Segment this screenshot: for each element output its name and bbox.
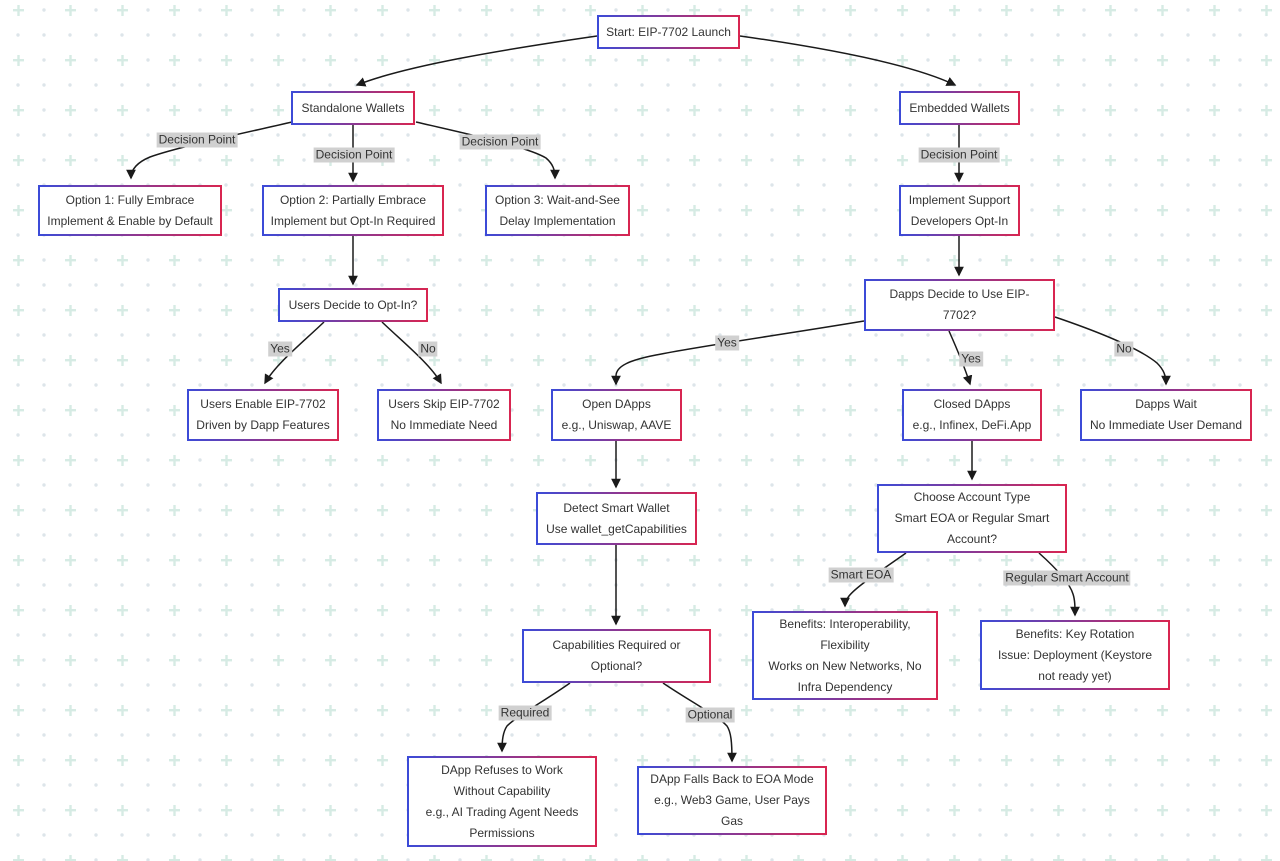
node-benefits-smart-eoa: Benefits: Interoperability, Flexibility … bbox=[752, 611, 938, 700]
node-benefits-smart-eoa-label: Benefits: Interoperability, Flexibility … bbox=[754, 613, 936, 698]
node-users-enable-label: Users Enable EIP-7702 Driven by Dapp Fea… bbox=[189, 391, 337, 439]
node-embedded-wallets-label: Embedded Wallets bbox=[901, 93, 1018, 123]
edge-label-smart-eoa: Smart EOA bbox=[828, 567, 894, 583]
node-implement-support: Implement Support Developers Opt-In bbox=[899, 185, 1020, 236]
edge-label-no-users: No bbox=[418, 341, 438, 357]
node-open-dapps-label: Open DApps e.g., Uniswap, AAVE bbox=[553, 391, 680, 439]
edge-label-decision-point-2: Decision Point bbox=[313, 147, 395, 163]
edge-start-standalone bbox=[355, 35, 598, 87]
edge-start-embedded bbox=[739, 35, 957, 86]
node-dapp-falls-back-label: DApp Falls Back to EOA Mode e.g., Web3 G… bbox=[639, 768, 825, 833]
edge-usersdecide-skip bbox=[381, 321, 442, 385]
edge-label-yes-open: Yes bbox=[715, 335, 739, 351]
edge-dappsdecide-wait bbox=[1054, 316, 1171, 386]
edge-standalone-option1 bbox=[126, 121, 293, 180]
node-standalone-wallets-label: Standalone Wallets bbox=[293, 93, 413, 123]
node-users-skip-label: Users Skip EIP-7702 No Immediate Need bbox=[379, 391, 509, 439]
node-dapp-falls-back: DApp Falls Back to EOA Mode e.g., Web3 G… bbox=[637, 766, 827, 835]
node-option3-label: Option 3: Wait-and-See Delay Implementat… bbox=[487, 187, 628, 234]
node-dapps-decide: Dapps Decide to Use EIP- 7702? bbox=[864, 279, 1055, 331]
node-dapps-wait-label: Dapps Wait No Immediate User Demand bbox=[1082, 391, 1250, 439]
edge-dappsdecide-open bbox=[611, 320, 865, 386]
node-option1-fully-embrace: Option 1: Fully Embrace Implement & Enab… bbox=[38, 185, 222, 236]
node-standalone-wallets: Standalone Wallets bbox=[291, 91, 415, 125]
node-closed-dapps: Closed DApps e.g., Infinex, DeFi.App bbox=[902, 389, 1042, 441]
edge-standalone-option3 bbox=[415, 121, 560, 180]
node-open-dapps: Open DApps e.g., Uniswap, AAVE bbox=[551, 389, 682, 441]
edge-label-no-wait: No bbox=[1114, 341, 1134, 357]
node-option2-label: Option 2: Partially Embrace Implement bu… bbox=[264, 187, 442, 234]
node-users-decide-opt-in: Users Decide to Opt-In? bbox=[278, 288, 428, 322]
edge-label-yes-closed: Yes bbox=[959, 351, 983, 367]
edge-label-yes-users: Yes bbox=[268, 341, 292, 357]
node-dapp-refuses-label: DApp Refuses to Work Without Capability … bbox=[409, 758, 595, 845]
edge-capabilities-falls bbox=[662, 682, 737, 763]
node-start-label: Start: EIP-7702 Launch bbox=[599, 17, 738, 47]
edge-choose-benefits-eoa bbox=[840, 552, 907, 608]
node-dapp-refuses: DApp Refuses to Work Without Capability … bbox=[407, 756, 597, 847]
edge-label-regular-smart-account: Regular Smart Account bbox=[1003, 570, 1131, 586]
node-detect-smart-wallet: Detect Smart Wallet Use wallet_getCapabi… bbox=[536, 492, 697, 545]
edge-label-decision-point-3: Decision Point bbox=[459, 134, 541, 150]
node-capabilities-label: Capabilities Required or Optional? bbox=[524, 631, 709, 681]
node-capabilities-question: Capabilities Required or Optional? bbox=[522, 629, 711, 683]
node-users-skip: Users Skip EIP-7702 No Immediate Need bbox=[377, 389, 511, 441]
node-benefits-regular: Benefits: Key Rotation Issue: Deployment… bbox=[980, 620, 1170, 690]
node-dapps-wait: Dapps Wait No Immediate User Demand bbox=[1080, 389, 1252, 441]
edge-label-decision-point-4: Decision Point bbox=[918, 147, 1000, 163]
node-option2-partially-embrace: Option 2: Partially Embrace Implement bu… bbox=[262, 185, 444, 236]
node-dapps-decide-label: Dapps Decide to Use EIP- 7702? bbox=[866, 281, 1053, 329]
node-users-decide-label: Users Decide to Opt-In? bbox=[280, 290, 426, 320]
node-detect-smart-wallet-label: Detect Smart Wallet Use wallet_getCapabi… bbox=[538, 494, 695, 543]
node-embedded-wallets: Embedded Wallets bbox=[899, 91, 1020, 125]
edge-choose-benefits-reg bbox=[1038, 552, 1080, 617]
node-users-enable: Users Enable EIP-7702 Driven by Dapp Fea… bbox=[187, 389, 339, 441]
edge-label-decision-point-1: Decision Point bbox=[156, 132, 238, 148]
edge-capabilities-refuses bbox=[497, 682, 571, 753]
node-implement-support-label: Implement Support Developers Opt-In bbox=[901, 187, 1018, 234]
edge-label-required: Required bbox=[498, 705, 552, 721]
node-choose-account-type: Choose Account Type Smart EOA or Regular… bbox=[877, 484, 1067, 553]
node-option1-label: Option 1: Fully Embrace Implement & Enab… bbox=[40, 187, 220, 234]
node-closed-dapps-label: Closed DApps e.g., Infinex, DeFi.App bbox=[904, 391, 1040, 439]
node-benefits-regular-label: Benefits: Key Rotation Issue: Deployment… bbox=[982, 622, 1168, 688]
node-start: Start: EIP-7702 Launch bbox=[597, 15, 740, 49]
edge-label-optional: Optional bbox=[685, 707, 735, 723]
node-choose-account-label: Choose Account Type Smart EOA or Regular… bbox=[879, 486, 1065, 551]
node-option3-wait-and-see: Option 3: Wait-and-See Delay Implementat… bbox=[485, 185, 630, 236]
